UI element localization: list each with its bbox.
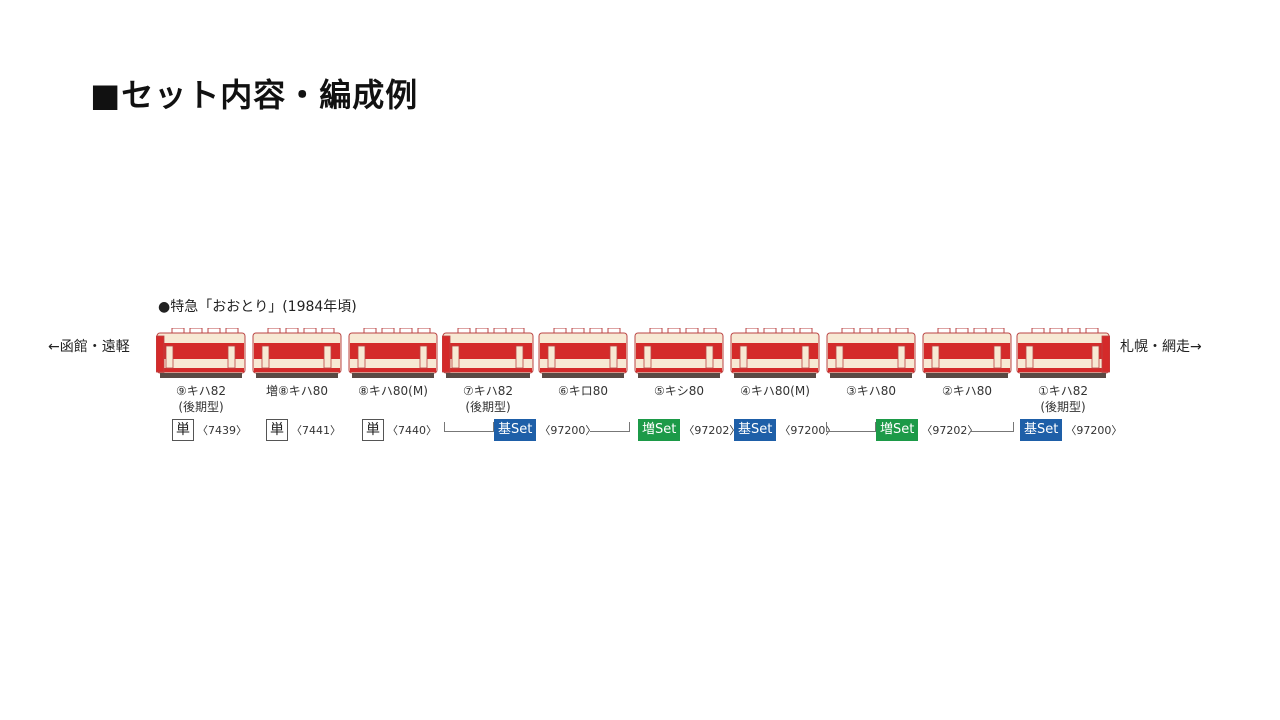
train-car [826, 328, 916, 380]
train-car-drawing [252, 328, 342, 378]
train-car-drawing [1016, 328, 1110, 378]
train-car-drawing [826, 328, 916, 378]
train-car-drawing [442, 328, 534, 378]
car-number: ⑨キハ82 [175, 384, 227, 398]
train-car [156, 328, 246, 380]
car-variant: (後期型) [178, 400, 224, 414]
product-code: 〈7440〉 [387, 424, 437, 437]
basic-set-label: 基Set [1020, 419, 1063, 441]
car-number: ③キハ80 [845, 384, 897, 398]
product-code: 〈7441〉 [291, 424, 341, 437]
direction-left-label: ←函館・遠軽 [48, 339, 130, 355]
train-car [730, 328, 820, 380]
product-badge: 基Set 〈97200〉 [1020, 418, 1122, 442]
train-car [348, 328, 438, 380]
train-car-drawing [730, 328, 820, 378]
train-car [442, 328, 534, 380]
product-code: 〈97200〉 [1065, 424, 1123, 437]
product-code: 〈97202〉 [921, 424, 979, 437]
train-car-drawing [634, 328, 724, 378]
car-variant: (後期型) [1040, 400, 1086, 414]
car-label: ⑦キハ82 (後期型) [442, 383, 534, 415]
single-car-icon: 単 [362, 419, 384, 441]
product-badge: 基Set 〈97200〉 [734, 418, 836, 442]
product-badge: 単 〈7441〉 [266, 418, 341, 442]
car-number: ⑥キロ80 [557, 384, 609, 398]
product-badge: 単 〈7440〉 [362, 418, 437, 442]
expansion-set-label: 増Set [876, 419, 919, 441]
train-car [1016, 328, 1110, 380]
car-label: ⑤キシ80 [633, 383, 725, 399]
product-badge: 基Set 〈97200〉 [494, 418, 596, 442]
car-label: ③キハ80 [825, 383, 917, 399]
product-code: 〈7439〉 [197, 424, 247, 437]
car-number: ⑤キシ80 [653, 384, 705, 398]
car-number: ①キハ82 [1037, 384, 1089, 398]
train-car [922, 328, 1012, 380]
car-label: ⑥キロ80 [537, 383, 629, 399]
train-car-drawing [348, 328, 438, 378]
set-bracket-right [970, 422, 1014, 432]
direction-right-label: 札幌・網走→ [1120, 339, 1202, 355]
single-car-icon: 単 [172, 419, 194, 441]
set-bracket-right [590, 422, 630, 432]
train-car [252, 328, 342, 380]
car-label: ①キハ82 (後期型) [1017, 383, 1109, 415]
basic-set-label: 基Set [494, 419, 537, 441]
product-code: 〈97202〉 [683, 424, 741, 437]
car-number: ②キハ80 [941, 384, 993, 398]
expansion-set-label: 増Set [638, 419, 681, 441]
car-number: ⑧キハ80(M) [358, 384, 428, 398]
train-car-drawing [156, 328, 246, 378]
train-car [634, 328, 724, 380]
car-label: ⑧キハ80(M) [347, 383, 439, 399]
product-badge: 単 〈7439〉 [172, 418, 247, 442]
car-label: ②キハ80 [921, 383, 1013, 399]
car-number: ④キハ80(M) [740, 384, 810, 398]
car-number: 増⑧キハ80 [265, 384, 329, 398]
single-car-icon: 単 [266, 419, 288, 441]
set-bracket-left [826, 422, 876, 432]
product-code: 〈97200〉 [779, 424, 837, 437]
car-number: ⑦キハ82 [462, 384, 514, 398]
train-car-drawing [922, 328, 1012, 378]
formation-title: ●特急「おおとり」(1984年頃) [158, 299, 357, 315]
product-badge: 増Set 〈97202〉 [876, 418, 978, 442]
train-car [538, 328, 628, 380]
product-badge: 増Set 〈97202〉 [638, 418, 740, 442]
car-label: ④キハ80(M) [729, 383, 821, 399]
train-car-drawing [538, 328, 628, 378]
basic-set-label: 基Set [734, 419, 777, 441]
set-bracket-left [444, 422, 494, 432]
car-label: 増⑧キハ80 [251, 383, 343, 399]
page-title: ■セット内容・編成例 [90, 76, 419, 114]
car-label: ⑨キハ82 (後期型) [155, 383, 247, 415]
car-variant: (後期型) [465, 400, 511, 414]
product-code: 〈97200〉 [539, 424, 597, 437]
